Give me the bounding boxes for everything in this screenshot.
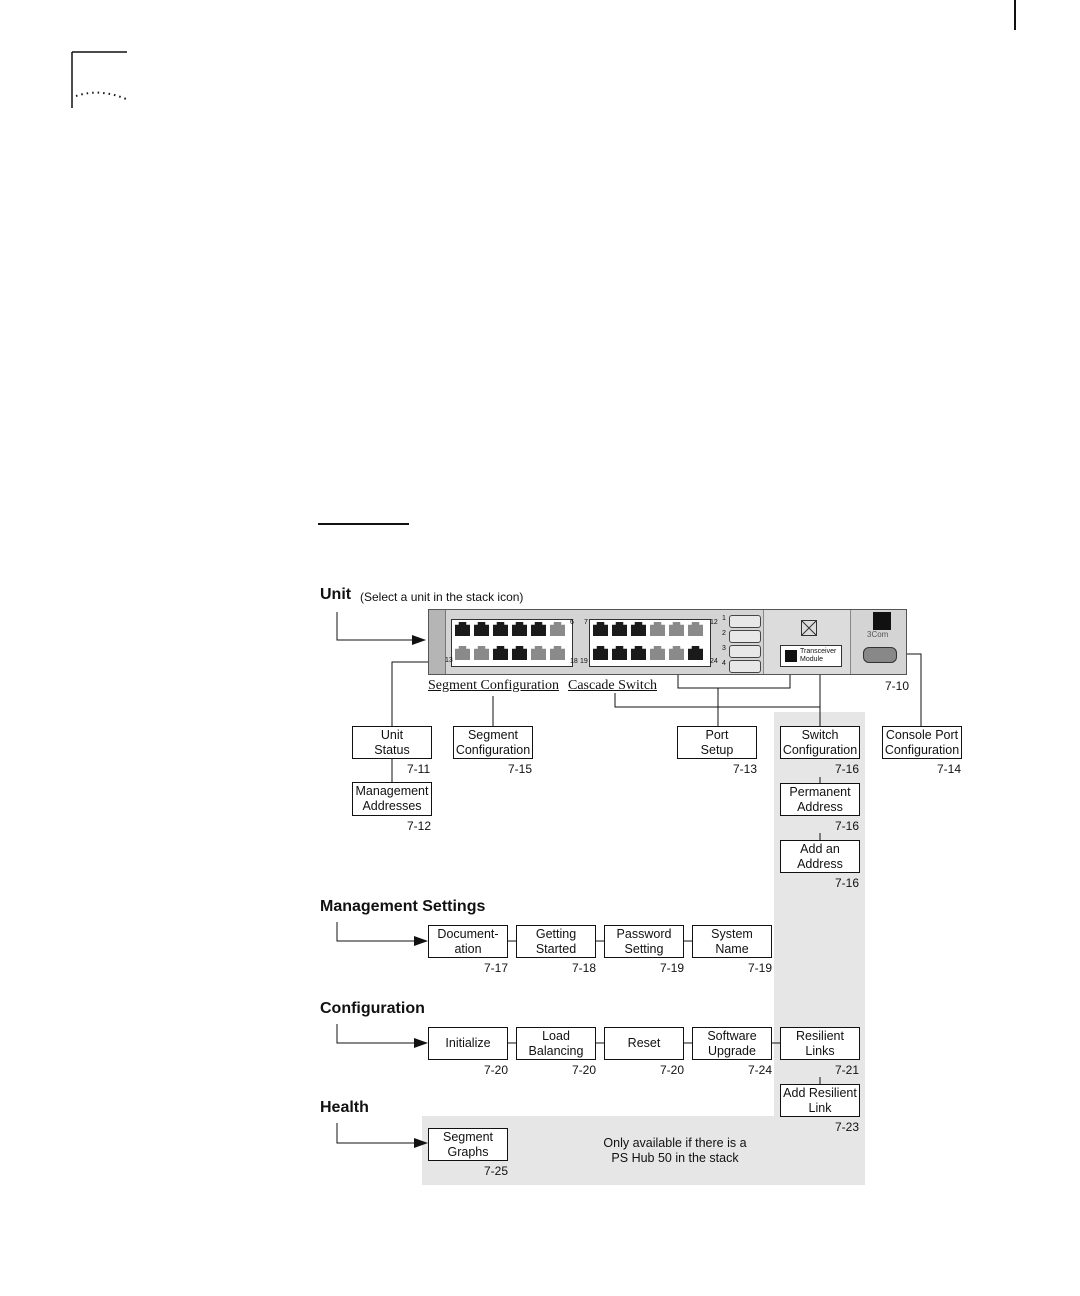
rj45-port[interactable] bbox=[688, 622, 703, 636]
section-management-settings: Management Settings bbox=[320, 898, 486, 915]
rj45-port[interactable] bbox=[474, 622, 489, 636]
password-setting-page: 7-19 bbox=[660, 961, 685, 975]
permanent-address-page: 7-16 bbox=[835, 819, 860, 833]
segment-configuration-page: 7-15 bbox=[508, 762, 533, 776]
unit-note: (Select a unit in the stack icon) bbox=[360, 590, 524, 604]
unit-status-box[interactable]: Unit Status bbox=[352, 726, 432, 759]
hub-front-panel[interactable]: 6 7 12 13 18 19 24 1 2 3 4 Transceiver M… bbox=[428, 609, 907, 675]
rj45-port[interactable] bbox=[550, 646, 565, 660]
side-button-3[interactable] bbox=[729, 645, 761, 658]
rj45-port[interactable] bbox=[688, 646, 703, 660]
unit-status-page: 7-11 bbox=[407, 762, 431, 776]
segment-configuration-link[interactable]: Segment Configuration bbox=[428, 678, 560, 693]
system-name-page: 7-19 bbox=[748, 961, 773, 975]
add-address-page: 7-16 bbox=[835, 876, 860, 890]
permanent-address-box[interactable]: Permanent Address bbox=[780, 783, 860, 816]
brand-text: 3Com bbox=[867, 630, 889, 639]
rj45-port[interactable] bbox=[669, 646, 684, 660]
getting-started-page: 7-18 bbox=[572, 961, 597, 975]
port-number-6: 6 bbox=[570, 619, 574, 626]
segment-graphs-box[interactable]: Segment Graphs bbox=[428, 1128, 508, 1161]
add-address-box[interactable]: Add an Address bbox=[780, 840, 860, 873]
rj45-port[interactable] bbox=[455, 646, 470, 660]
resilient-links-box[interactable]: Resilient Links bbox=[780, 1027, 860, 1060]
cascade-switch-link[interactable]: Cascade Switch bbox=[568, 678, 658, 693]
system-name-box[interactable]: System Name bbox=[692, 925, 772, 958]
add-resilient-link-page: 7-23 bbox=[835, 1120, 860, 1134]
console-port-connector[interactable] bbox=[863, 647, 897, 663]
side-button-label-1: 1 bbox=[722, 615, 726, 622]
port-number-19: 19 bbox=[580, 658, 588, 665]
add-resilient-link-box[interactable]: Add Resilient Link bbox=[780, 1084, 860, 1117]
initialize-box[interactable]: Initialize bbox=[428, 1027, 508, 1060]
reset-box[interactable]: Reset bbox=[604, 1027, 684, 1060]
software-upgrade-page: 7-24 bbox=[748, 1063, 773, 1077]
documentation-box[interactable]: Document- ation bbox=[428, 925, 508, 958]
password-setting-box[interactable]: Password Setting bbox=[604, 925, 684, 958]
console-port-page: 7-14 bbox=[937, 762, 962, 776]
rj45-port[interactable] bbox=[631, 622, 646, 636]
rj45-port[interactable] bbox=[493, 622, 508, 636]
port-number-12: 12 bbox=[710, 619, 718, 626]
panel-left-ear bbox=[429, 610, 446, 674]
section-configuration: Configuration bbox=[320, 1000, 425, 1017]
rj45-port[interactable] bbox=[593, 646, 608, 660]
ps-hub-note: Only available if there is a PS Hub 50 i… bbox=[603, 1136, 747, 1165]
transceiver-port-icon bbox=[801, 620, 817, 636]
segment-graphs-page: 7-25 bbox=[484, 1164, 509, 1178]
rj45-port[interactable] bbox=[631, 646, 646, 660]
port-setup-box[interactable]: Port Setup bbox=[677, 726, 757, 759]
documentation-page: 7-17 bbox=[484, 961, 509, 975]
getting-started-box[interactable]: Getting Started bbox=[516, 925, 596, 958]
rj45-port[interactable] bbox=[550, 622, 565, 636]
switch-configuration-box[interactable]: Switch Configuration bbox=[780, 726, 860, 759]
rj45-port[interactable] bbox=[531, 622, 546, 636]
management-addresses-page: 7-12 bbox=[407, 819, 432, 833]
page-corner-mark bbox=[71, 51, 127, 108]
rj45-port[interactable] bbox=[650, 646, 665, 660]
rj45-port[interactable] bbox=[612, 622, 627, 636]
side-button-1[interactable] bbox=[729, 615, 761, 628]
rj45-port[interactable] bbox=[612, 646, 627, 660]
side-button-label-4: 4 bbox=[722, 660, 726, 667]
rj45-port[interactable] bbox=[455, 622, 470, 636]
side-button-label-3: 3 bbox=[722, 645, 726, 652]
brand-logo bbox=[873, 612, 891, 630]
management-addresses-box[interactable]: Management Addresses bbox=[352, 782, 432, 816]
segment-configuration-box[interactable]: Segment Configuration bbox=[453, 726, 533, 759]
section-health: Health bbox=[320, 1099, 369, 1116]
rj45-port[interactable] bbox=[669, 622, 684, 636]
reset-page: 7-20 bbox=[660, 1063, 685, 1077]
port-number-24: 24 bbox=[710, 658, 718, 665]
resilient-links-page: 7-21 bbox=[835, 1063, 860, 1077]
switch-configuration-page: 7-16 bbox=[835, 762, 860, 776]
port-setup-page: 7-13 bbox=[733, 762, 758, 776]
port-number-13: 13 bbox=[445, 657, 453, 664]
load-balancing-page: 7-20 bbox=[572, 1063, 597, 1077]
port-number-7: 7 bbox=[584, 619, 588, 626]
rj45-port[interactable] bbox=[512, 622, 527, 636]
rj45-port[interactable] bbox=[593, 622, 608, 636]
console-page-ref: 7-10 bbox=[885, 679, 910, 693]
side-button-4[interactable] bbox=[729, 660, 761, 673]
side-button-label-2: 2 bbox=[722, 630, 726, 637]
transceiver-label: Transceiver Module bbox=[800, 648, 837, 663]
side-button-2[interactable] bbox=[729, 630, 761, 643]
port-number-18: 18 bbox=[570, 658, 578, 665]
rj45-port[interactable] bbox=[474, 646, 489, 660]
initialize-page: 7-20 bbox=[484, 1063, 509, 1077]
caption-rule bbox=[318, 523, 409, 525]
console-port-configuration-box[interactable]: Console Port Configuration bbox=[882, 726, 962, 759]
rj45-port[interactable] bbox=[650, 622, 665, 636]
transceiver-module-button[interactable]: Transceiver Module bbox=[780, 645, 842, 667]
rj45-port[interactable] bbox=[531, 646, 546, 660]
software-upgrade-box[interactable]: Software Upgrade bbox=[692, 1027, 772, 1060]
load-balancing-box[interactable]: Load Balancing bbox=[516, 1027, 596, 1060]
rj45-port[interactable] bbox=[512, 646, 527, 660]
transceiver-icon bbox=[785, 650, 797, 662]
page-edge-rule bbox=[1014, 0, 1016, 30]
section-unit: Unit bbox=[320, 586, 352, 603]
rj45-port[interactable] bbox=[493, 646, 508, 660]
